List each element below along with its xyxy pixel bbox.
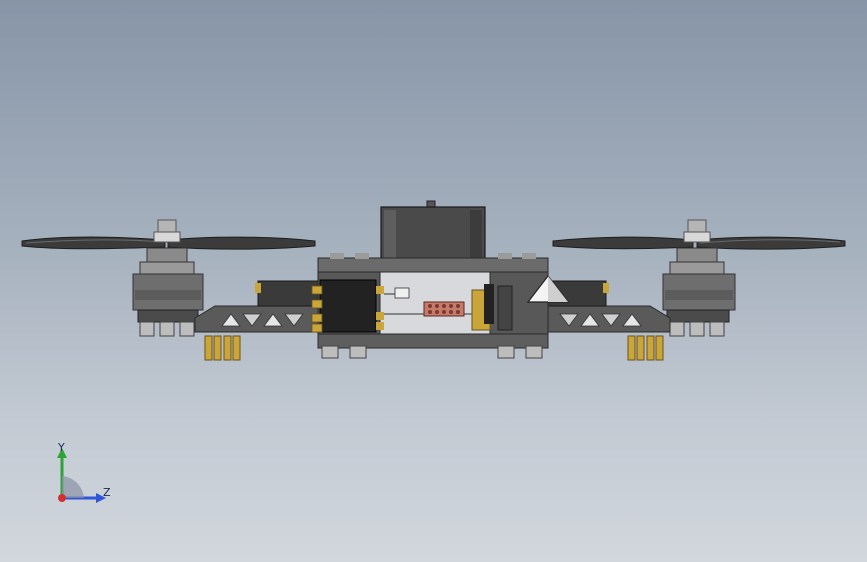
camera-mount (526, 275, 570, 303)
right-standoffs (471, 284, 513, 331)
x-axis-dot (58, 494, 66, 502)
z-axis-label: Z (103, 486, 111, 499)
battery-pack (380, 200, 486, 263)
right-landing-legs (627, 335, 664, 361)
triad-plane (62, 476, 84, 498)
flight-controller-stack (311, 279, 486, 333)
left-motor (132, 247, 204, 337)
connector-header (423, 301, 465, 317)
left-arm (194, 280, 319, 333)
right-propeller (552, 236, 846, 250)
right-prop-nut (683, 219, 711, 243)
right-arm (547, 280, 671, 333)
y-axis-label: Y (58, 441, 65, 454)
right-motor (662, 247, 736, 337)
y-axis-arrow (57, 448, 67, 458)
left-landing-legs (204, 335, 241, 361)
z-axis-arrow (96, 493, 106, 503)
axis-triad (57, 448, 106, 503)
left-propeller (21, 236, 316, 250)
left-prop-nut (153, 219, 181, 243)
